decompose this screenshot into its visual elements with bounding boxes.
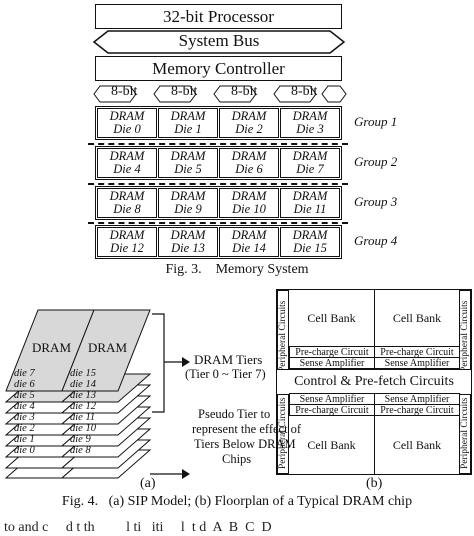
channel-label-2: 8-bit — [231, 84, 258, 99]
die-label-11: die 11 — [70, 412, 96, 423]
sense-amp-tl: Sense Amplifier — [289, 357, 375, 369]
cell-bank-bl: Cell Bank — [307, 437, 356, 452]
stack-dram-label-right: DRAM — [88, 340, 128, 355]
cell-bank-tr: Cell Bank — [392, 310, 442, 325]
die-label-13: die 13 — [70, 390, 96, 401]
processor-label: 32-bit Processor — [163, 6, 274, 26]
pseudo-tier-line-3: Tiers Below DRAM — [194, 437, 296, 451]
memory-controller-label: Memory Controller — [152, 58, 285, 78]
cell-bank-br: Cell Bank — [392, 437, 442, 452]
precharge-br: Pre-charge Circuit — [374, 404, 460, 416]
sip-layer-stack — [4, 309, 152, 479]
fig4b-sub-label: (b) — [366, 476, 383, 491]
group-3-label: Group 3 — [354, 194, 398, 209]
peripheral-strip-br: Peripheral Circuits — [459, 392, 471, 474]
stack-dram-label-left: DRAM — [32, 340, 72, 355]
memory-controller-box: Memory Controller — [95, 56, 342, 81]
channel-label-3: 8-bit — [291, 84, 318, 99]
group-2-box — [95, 146, 342, 180]
system-bus-label: System Bus — [178, 31, 260, 50]
die-label-1: die 1 — [14, 434, 35, 445]
bottom-cut-text: to and c d t th l ti iti l t d A B C D — [4, 520, 272, 535]
die-label-15: die 15 — [70, 368, 96, 379]
sense-amp-tr: Sense Amplifier — [374, 357, 460, 369]
group-1-box — [95, 106, 342, 140]
fig3-caption: Fig. 3. Memory System — [165, 262, 309, 277]
group-3-box — [95, 186, 342, 220]
precharge-bl: Pre-charge Circuit — [289, 404, 375, 416]
die-label-2: die 2 — [14, 423, 35, 434]
tier-brace-arrows — [150, 313, 190, 479]
die-label-14: die 14 — [70, 379, 96, 390]
pseudo-tier-line-2: represent the effect of — [192, 422, 302, 436]
cell-bank-tl: Cell Bank — [307, 310, 356, 325]
fig4-caption: Fig. 4. (a) SIP Model; (b) Floorplan of … — [61, 494, 413, 509]
group-4-box — [95, 225, 342, 259]
die-label-6: die 6 — [14, 379, 35, 390]
fig4a-sub-label: (a) — [140, 476, 156, 491]
group-4-label: Group 4 — [354, 233, 398, 248]
control-prefetch-band: Control & Pre-fetch Circuits — [277, 369, 471, 395]
die-label-8: die 8 — [70, 445, 91, 456]
group-1-label: Group 1 — [354, 114, 398, 129]
system-bus-arrow — [92, 30, 346, 54]
die-label-4: die 4 — [14, 401, 35, 412]
group-divider-1 — [88, 143, 348, 145]
group-divider-3 — [88, 222, 348, 224]
group-2-label: Group 2 — [354, 154, 398, 169]
tiers-label: DRAM Tiers — [194, 352, 263, 367]
channel-arrows — [93, 85, 347, 103]
die-label-12: die 12 — [70, 401, 96, 412]
die-label-9: die 9 — [70, 434, 91, 445]
peripheral-strip-bl: Peripheral Circuits — [277, 392, 289, 474]
die-label-3: die 3 — [14, 412, 35, 423]
pseudo-tier-line-1: Pseudo Tier to — [198, 407, 271, 421]
tiers-range-label: (Tier 0 ~ Tier 7) — [185, 367, 266, 381]
die-label-5: die 5 — [14, 390, 35, 401]
die-label-7: die 7 — [14, 368, 35, 379]
channel-label-0: 8-bit — [111, 84, 138, 99]
channel-label-1: 8-bit — [171, 84, 198, 99]
pseudo-tier-line-4: Chips — [222, 452, 252, 466]
control-prefetch-label: Control & Pre-fetch Circuits — [294, 374, 454, 389]
die-label-10: die 10 — [70, 423, 96, 434]
group-divider-2 — [88, 183, 348, 185]
die-label-0: die 0 — [14, 445, 35, 456]
processor-box: 32-bit Processor — [95, 4, 342, 29]
